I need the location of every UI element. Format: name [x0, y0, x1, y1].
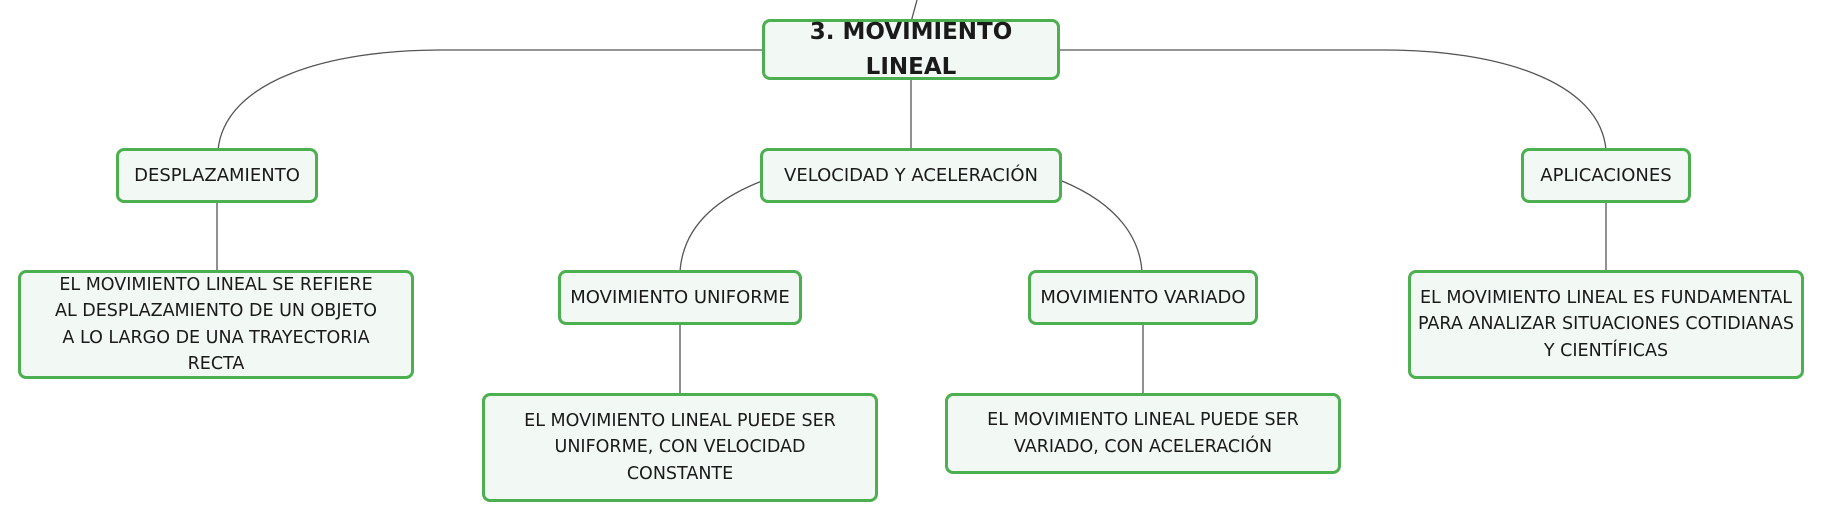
connector-root-applications — [1060, 49, 1607, 151]
topic-displacement[interactable]: DESPLAZAMIENTO — [116, 148, 318, 203]
topic-velocity-acceleration[interactable]: VELOCIDAD Y ACELERACIÓN — [760, 148, 1062, 203]
uniform-motion-description[interactable]: EL MOVIMIENTO LINEAL PUEDE SER UNIFORME,… — [482, 393, 878, 502]
connector-incoming-root — [910, 0, 918, 23]
topic-varied-motion[interactable]: MOVIMIENTO VARIADO — [1028, 270, 1258, 325]
connector-root-displacement — [217, 49, 764, 151]
applications-description[interactable]: EL MOVIMIENTO LINEAL ES FUNDAMENTAL PARA… — [1408, 270, 1804, 379]
displacement-description[interactable]: EL MOVIMIENTO LINEAL SE REFIERE AL DESPL… — [18, 270, 414, 379]
topic-applications[interactable]: APLICACIONES — [1521, 148, 1691, 203]
connector-velocity-uniform — [679, 180, 763, 273]
connector-velocity-varied — [1061, 180, 1143, 273]
topic-uniform-motion[interactable]: MOVIMIENTO UNIFORME — [558, 270, 802, 325]
root-topic[interactable]: 3. MOVIMIENTO LINEAL — [762, 19, 1060, 80]
varied-motion-description[interactable]: EL MOVIMIENTO LINEAL PUEDE SER VARIADO, … — [945, 393, 1341, 474]
